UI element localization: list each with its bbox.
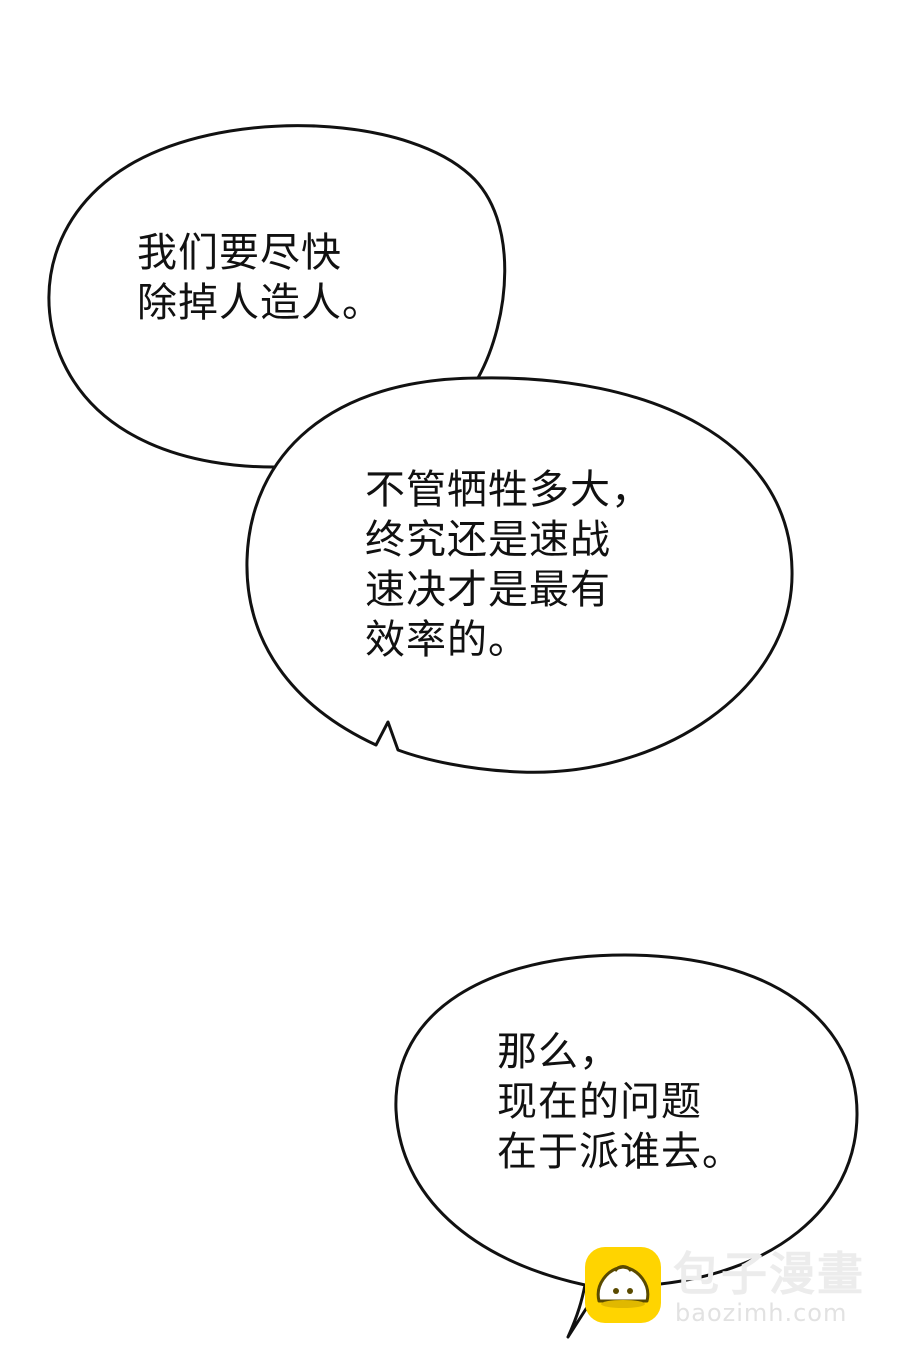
bubble-3-line: 在于派谁去。 <box>497 1129 743 1175</box>
watermark-brand: 包子漫畫 <box>673 1247 865 1301</box>
watermark-url: baozimh.com <box>675 1299 848 1327</box>
bun-logo-icon <box>585 1247 661 1323</box>
bubble-3-line: 现在的问题 <box>497 1079 702 1125</box>
bubble-2-line: 速决才是最有 <box>365 567 611 613</box>
bubble-1-line: 我们要尽快 <box>137 230 342 276</box>
speech-bubble-3 <box>394 953 859 1339</box>
speech-bubble-1 <box>47 124 507 469</box>
bubble-2-line: 效率的。 <box>365 617 529 663</box>
bubble-2-text: 不管牺牲多大， 终究还是速战 速决才是最有 效率的。 <box>365 465 652 665</box>
bubble-3-text: 那么， 现在的问题 在于派谁去。 <box>497 1027 743 1177</box>
speech-bubble-2 <box>245 376 794 774</box>
watermark: 包子漫畫 baozimh.com <box>585 1247 885 1327</box>
bubble-2-line: 不管牺牲多大， <box>365 467 652 513</box>
bubble-1-text: 我们要尽快 除掉人造人。 <box>137 228 383 328</box>
bubble-1-line: 除掉人造人。 <box>137 280 383 326</box>
bubble-3-line: 那么， <box>497 1029 620 1075</box>
bubble-2-line: 终究还是速战 <box>365 517 611 563</box>
